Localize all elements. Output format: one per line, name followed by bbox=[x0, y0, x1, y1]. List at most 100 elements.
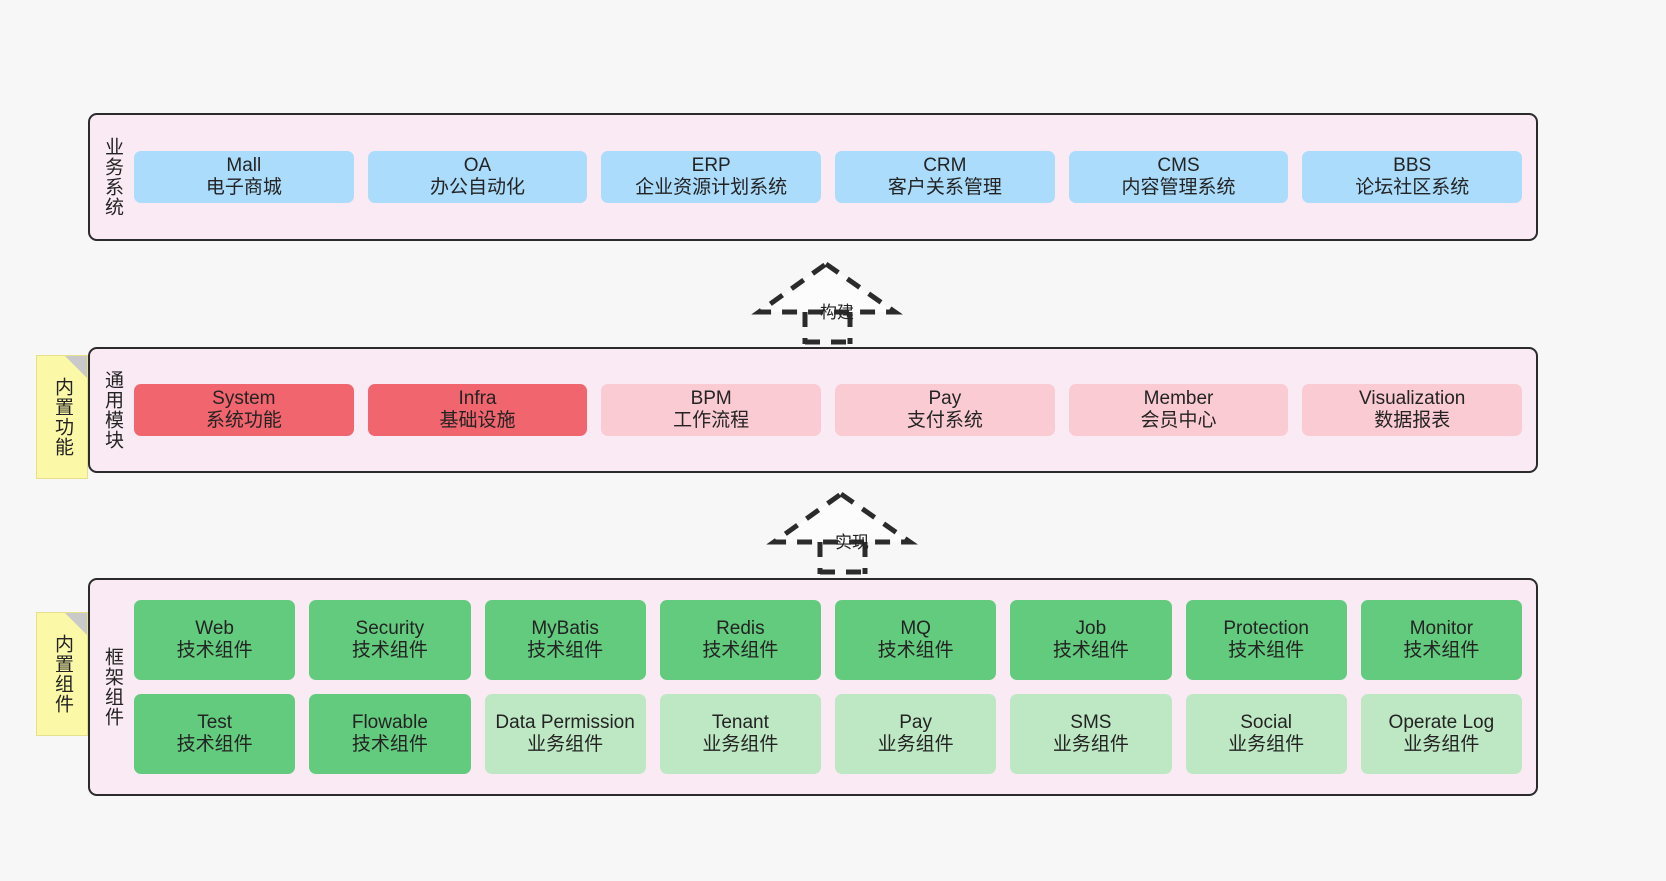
node-social[interactable]: Social 业务组件 bbox=[1185, 694, 1347, 774]
node-security[interactable]: Security 技术组件 bbox=[309, 600, 471, 680]
connector-realize-label: 实现 bbox=[835, 533, 869, 552]
node-title: Pay bbox=[899, 711, 932, 733]
node-title: Test bbox=[197, 711, 233, 733]
node-title: OA bbox=[463, 154, 492, 176]
node-subtitle: 技术组件 bbox=[176, 640, 253, 661]
node-flowable[interactable]: Flowable 技术组件 bbox=[309, 694, 471, 774]
node-title: Flowable bbox=[351, 711, 428, 733]
node-pay-business[interactable]: Pay 业务组件 bbox=[835, 694, 997, 774]
layer-row: Mall 电子商城 OA 办公自动化 ERP 企业资源计划系统 CRM 客户关系… bbox=[134, 150, 1523, 204]
node-protection[interactable]: Protection 技术组件 bbox=[1185, 600, 1347, 680]
sticky-note-label: 内置功能 bbox=[52, 377, 74, 457]
node-visualization[interactable]: Visualization 数据报表 bbox=[1302, 383, 1523, 437]
node-title: MyBatis bbox=[531, 617, 599, 639]
node-subtitle: 会员中心 bbox=[1140, 410, 1217, 431]
node-tenant[interactable]: Tenant 业务组件 bbox=[659, 694, 821, 774]
node-subtitle: 企业资源计划系统 bbox=[635, 177, 788, 198]
layer-body-framework: Web 技术组件 Security 技术组件 MyBatis 技术组件 Redi… bbox=[134, 580, 1536, 794]
node-subtitle: 技术组件 bbox=[877, 640, 954, 661]
realize-arrow-glyph bbox=[766, 490, 918, 575]
node-subtitle: 技术组件 bbox=[1052, 640, 1129, 661]
node-subtitle: 工作流程 bbox=[673, 410, 750, 431]
node-test[interactable]: Test 技术组件 bbox=[134, 694, 296, 774]
node-member[interactable]: Member 会员中心 bbox=[1068, 383, 1289, 437]
node-title: BBS bbox=[1393, 154, 1432, 176]
node-subtitle: 技术组件 bbox=[176, 734, 253, 755]
node-operate-log[interactable]: Operate Log 业务组件 bbox=[1360, 694, 1522, 774]
layer-title-business: 业务系统 bbox=[102, 137, 124, 217]
sticky-fold-icon bbox=[65, 356, 87, 378]
node-subtitle: 办公自动化 bbox=[430, 177, 526, 198]
layer-business-system: 业务系统 Mall 电子商城 OA 办公自动化 ERP 企业资源计划系统 CRM… bbox=[88, 113, 1538, 241]
node-subtitle: 业务组件 bbox=[527, 734, 604, 755]
node-system[interactable]: System 系统功能 bbox=[134, 383, 354, 437]
node-title: CRM bbox=[923, 154, 967, 176]
node-subtitle: 业务组件 bbox=[1228, 734, 1305, 755]
node-title: Job bbox=[1075, 617, 1107, 639]
node-monitor[interactable]: Monitor 技术组件 bbox=[1360, 600, 1522, 680]
layer-title-common: 通用模块 bbox=[102, 370, 124, 450]
node-subtitle: 技术组件 bbox=[1403, 640, 1480, 661]
node-pay[interactable]: Pay 支付系统 bbox=[835, 383, 1055, 437]
node-subtitle: 论坛社区系统 bbox=[1355, 177, 1470, 198]
node-bbs[interactable]: BBS 论坛社区系统 bbox=[1302, 150, 1523, 204]
node-title: BPM bbox=[690, 387, 732, 409]
node-subtitle: 技术组件 bbox=[702, 640, 779, 661]
node-title: CMS bbox=[1157, 154, 1200, 176]
layer-row: Web 技术组件 Security 技术组件 MyBatis 技术组件 Redi… bbox=[134, 600, 1522, 680]
node-subtitle: 技术组件 bbox=[1228, 640, 1305, 661]
node-subtitle: 基础设施 bbox=[439, 410, 516, 431]
node-subtitle: 数据报表 bbox=[1374, 410, 1451, 431]
node-subtitle: 技术组件 bbox=[351, 734, 428, 755]
node-subtitle: 技术组件 bbox=[527, 640, 604, 661]
node-subtitle: 系统功能 bbox=[205, 410, 282, 431]
node-web[interactable]: Web 技术组件 bbox=[134, 600, 296, 680]
sticky-note-builtin-features: 内置功能 bbox=[36, 355, 88, 479]
node-erp[interactable]: ERP 企业资源计划系统 bbox=[601, 150, 822, 204]
node-title: System bbox=[212, 387, 276, 409]
node-title: MQ bbox=[900, 617, 931, 639]
node-mybatis[interactable]: MyBatis 技术组件 bbox=[484, 600, 646, 680]
node-subtitle: 内容管理系统 bbox=[1121, 177, 1236, 198]
build-arrow-glyph bbox=[751, 260, 903, 345]
node-bpm[interactable]: BPM 工作流程 bbox=[601, 383, 822, 437]
node-cms[interactable]: CMS 内容管理系统 bbox=[1068, 150, 1289, 204]
node-subtitle: 业务组件 bbox=[877, 734, 954, 755]
node-subtitle: 业务组件 bbox=[702, 734, 779, 755]
node-oa[interactable]: OA 办公自动化 bbox=[367, 150, 588, 204]
node-title: Tenant bbox=[711, 711, 769, 733]
node-mall[interactable]: Mall 电子商城 bbox=[134, 150, 354, 204]
node-title: Data Permission bbox=[495, 711, 635, 733]
layer-framework-components: 框架组件 Web 技术组件 Security 技术组件 MyBatis 技术组件… bbox=[88, 578, 1538, 796]
node-redis[interactable]: Redis 技术组件 bbox=[659, 600, 821, 680]
node-title: SMS bbox=[1070, 711, 1112, 733]
layer-body-common: System 系统功能 Infra 基础设施 BPM 工作流程 Pay 支付系统… bbox=[134, 349, 1536, 471]
node-data-permission[interactable]: Data Permission 业务组件 bbox=[484, 694, 646, 774]
node-title: Web bbox=[195, 617, 234, 639]
node-subtitle: 业务组件 bbox=[1403, 734, 1480, 755]
node-title: Monitor bbox=[1409, 617, 1474, 639]
node-title: Mall bbox=[226, 154, 262, 176]
node-subtitle: 客户关系管理 bbox=[887, 177, 1002, 198]
node-title: Visualization bbox=[1359, 387, 1466, 409]
connector-realize: 实现 bbox=[766, 490, 922, 575]
connector-build: 构建 bbox=[751, 260, 907, 345]
node-infra[interactable]: Infra 基础设施 bbox=[367, 383, 588, 437]
node-crm[interactable]: CRM 客户关系管理 bbox=[835, 150, 1055, 204]
node-sms[interactable]: SMS 业务组件 bbox=[1010, 694, 1172, 774]
sticky-note-label: 内置组件 bbox=[52, 634, 74, 714]
node-job[interactable]: Job 技术组件 bbox=[1010, 600, 1172, 680]
node-title: Social bbox=[1240, 711, 1292, 733]
node-subtitle: 电子商城 bbox=[205, 177, 282, 198]
layer-body-business: Mall 电子商城 OA 办公自动化 ERP 企业资源计划系统 CRM 客户关系… bbox=[134, 115, 1536, 239]
connector-build-label: 构建 bbox=[820, 303, 854, 322]
node-title: ERP bbox=[691, 154, 731, 176]
node-title: Protection bbox=[1223, 617, 1309, 639]
sticky-fold-icon bbox=[65, 613, 87, 635]
node-title: Pay bbox=[928, 387, 962, 409]
node-mq[interactable]: MQ 技术组件 bbox=[835, 600, 997, 680]
sticky-note-builtin-components: 内置组件 bbox=[36, 612, 88, 736]
node-title: Operate Log bbox=[1388, 711, 1495, 733]
node-subtitle: 支付系统 bbox=[906, 410, 983, 431]
